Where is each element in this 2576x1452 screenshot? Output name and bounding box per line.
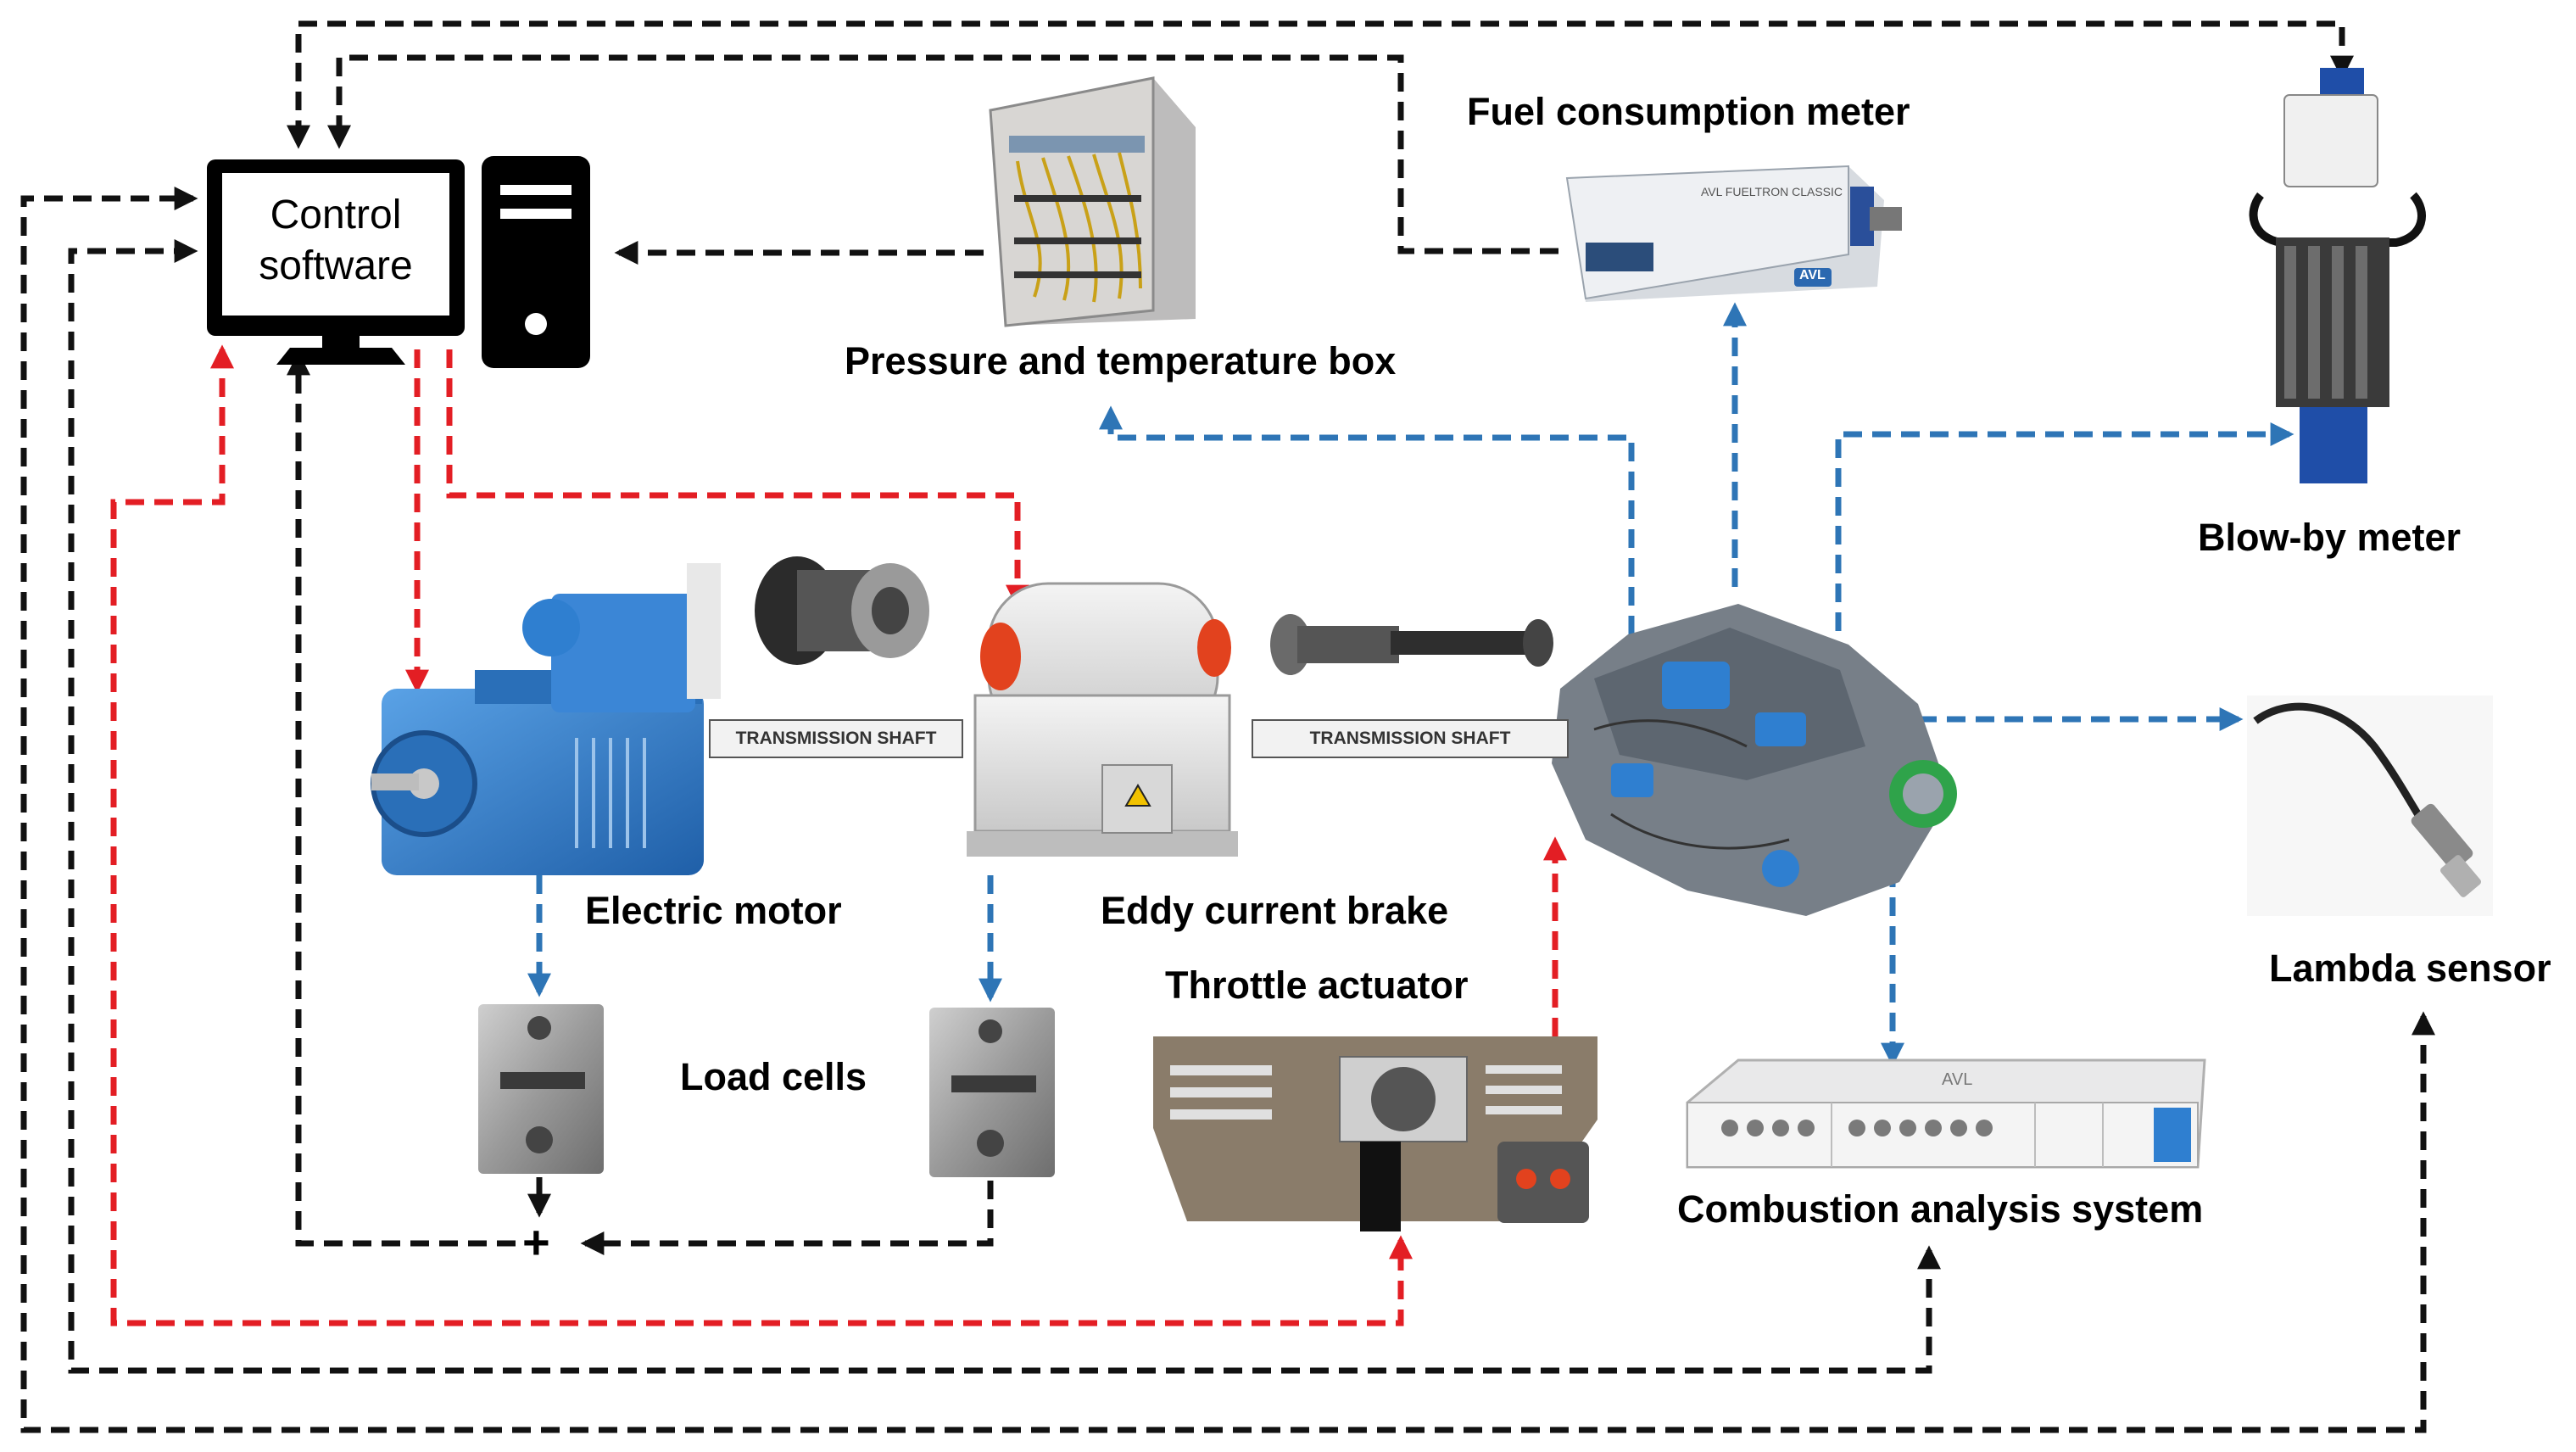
arrow-control-to-throttle xyxy=(110,344,1413,1326)
arrow-blowby-to-control xyxy=(287,20,2354,149)
red-control-arrows xyxy=(110,344,1567,1326)
fuel-consumption-meter-image xyxy=(1565,165,1902,302)
arrow-engine-to-ptbox xyxy=(1099,405,1635,634)
blowby-meter-label: Blow-by meter xyxy=(2198,516,2462,559)
pressure-temperature-box-image xyxy=(989,76,1196,327)
control-software-line1: Control xyxy=(270,193,402,237)
monitor-icon xyxy=(207,159,465,365)
electric-motor-label: Electric motor xyxy=(585,889,842,932)
load-cell-image-1 xyxy=(478,1004,604,1174)
throttle-actuator-label: Throttle actuator xyxy=(1165,963,1469,1007)
throttle-actuator-image xyxy=(1153,1036,1597,1231)
fuel-meter-avl-badge: AVL xyxy=(1799,268,1826,282)
engine-image xyxy=(1552,604,1957,916)
transmission-shaft-label-2: TRANSMISSION SHAFT xyxy=(1252,719,1569,758)
arrow-loadcell2-to-sum xyxy=(580,1181,994,1255)
arrow-engine-to-blowby xyxy=(1835,422,2294,631)
lambda-sensor-label: Lambda sensor xyxy=(2269,947,2551,990)
fuel-consumption-meter-label: Fuel consumption meter xyxy=(1467,90,1910,133)
load-cells-label: Load cells xyxy=(680,1055,867,1098)
load-cell-image-2 xyxy=(929,1008,1055,1177)
control-software-label: Control software xyxy=(222,190,449,292)
blowby-meter-image xyxy=(2249,68,2426,483)
electric-motor-image xyxy=(371,563,721,875)
pc-tower-icon xyxy=(482,156,590,368)
transmission-shaft-label-1: TRANSMISSION SHAFT xyxy=(709,719,963,758)
arrow-combustion-to-control xyxy=(68,239,1941,1374)
eddy-current-brake-label: Eddy current brake xyxy=(1101,889,1449,932)
combustion-brand-text: AVL xyxy=(1942,1070,1973,1089)
blue-measurement-arrows xyxy=(527,302,2294,1067)
coupling-image xyxy=(755,556,929,665)
drive-shaft-image xyxy=(1270,614,1553,675)
fuel-meter-brand-text: AVL FUELTRON CLASSIC xyxy=(1701,185,1843,198)
combustion-analysis-system-image xyxy=(1686,1058,2206,1169)
sum-symbol: + xyxy=(522,1215,550,1269)
lambda-sensor-image xyxy=(2247,695,2493,916)
combustion-analysis-system-label: Combustion analysis system xyxy=(1677,1187,2204,1231)
control-software-line2: software xyxy=(259,243,413,288)
pressure-temperature-box-label: Pressure and temperature box xyxy=(845,339,1397,383)
arrow-control-to-brake xyxy=(446,349,1029,609)
arrow-lambda-to-control xyxy=(20,187,2435,1433)
eddy-current-brake-image xyxy=(967,582,1238,857)
